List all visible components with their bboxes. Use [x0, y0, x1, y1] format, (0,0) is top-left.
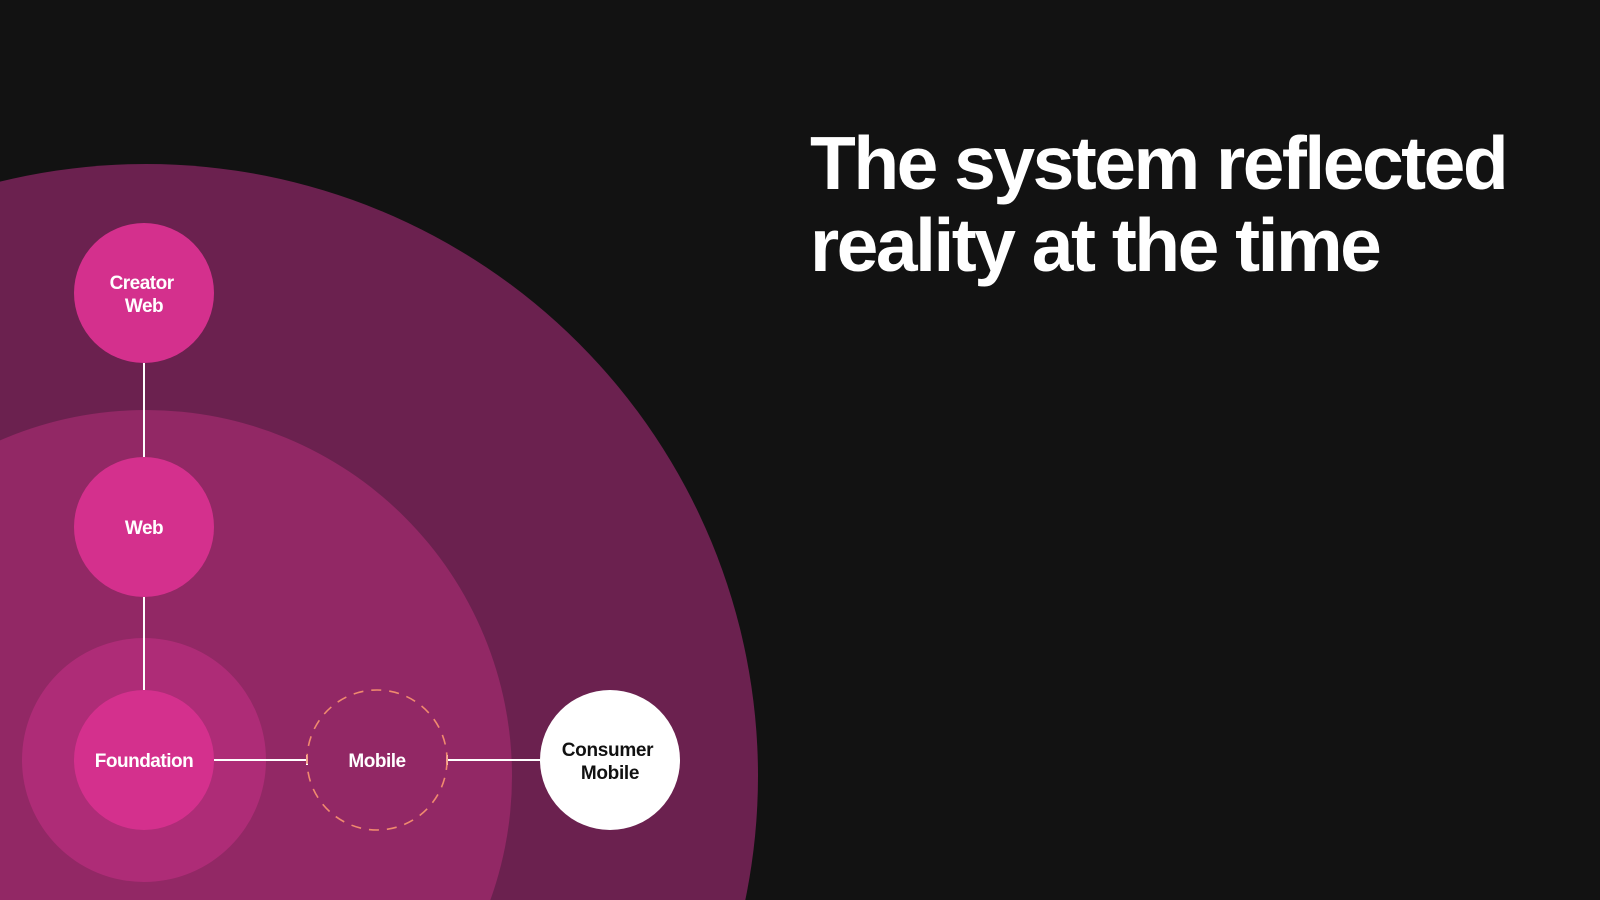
slide-title-line-1: The system reflected	[810, 121, 1509, 205]
slide-title: The system reflected reality at the time	[810, 121, 1509, 287]
svg-text:Creator Web: Creator Web	[110, 273, 179, 317]
node-label: Web	[125, 518, 163, 539]
node-creator-web: Creator Web	[74, 223, 214, 363]
node-label: Creator	[110, 273, 175, 294]
slide-title-line-2: reality at the time	[810, 203, 1382, 287]
node-label: Consumer	[562, 740, 654, 761]
node-label: Web	[125, 296, 163, 317]
svg-text:Consumer Mobile: Consumer Mobile	[562, 740, 659, 784]
node-label: Foundation	[95, 751, 193, 772]
node-label: Mobile	[348, 751, 405, 772]
node-consumer-mobile: Consumer Mobile	[540, 690, 680, 830]
node-foundation: Foundation	[74, 690, 214, 830]
node-web: Web	[74, 457, 214, 597]
node-label: Mobile	[581, 763, 639, 784]
node-mobile: Mobile	[306, 689, 448, 831]
